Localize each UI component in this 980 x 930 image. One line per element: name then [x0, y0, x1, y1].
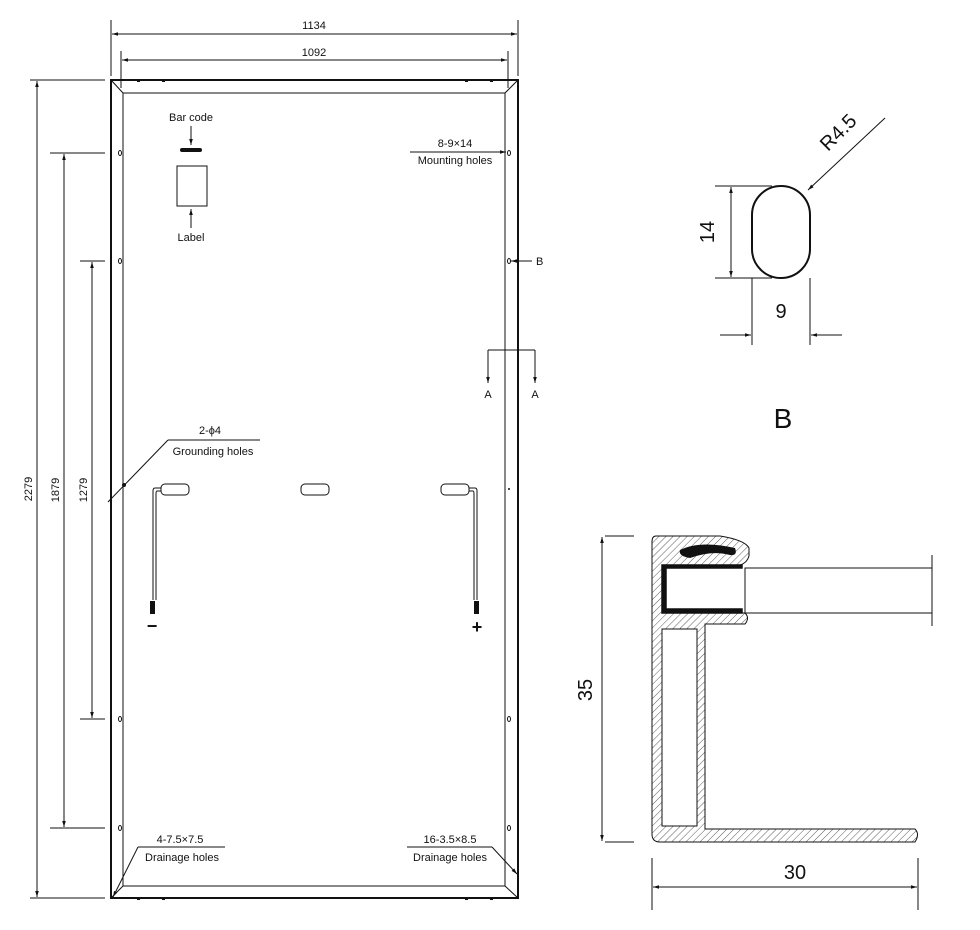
- positive-sign: +: [472, 617, 483, 637]
- label-callout: Label: [176, 165, 208, 244]
- label-text: Label: [178, 232, 205, 244]
- section-a-right-text: A: [531, 389, 539, 401]
- mounting-holes-callout: 8-9×14 Mounting holes: [410, 138, 506, 167]
- drainage-left-spec-text: 4-7.5×7.5: [157, 834, 204, 846]
- drainage-right-text: Drainage holes: [413, 852, 487, 864]
- dimension-overall-width: 1134: [110, 20, 519, 76]
- junction-boxes: − +: [147, 483, 510, 637]
- frame-cross-section: 35 30: [575, 535, 933, 910]
- grounding-holes-callout: 2-ϕ4 Grounding holes: [107, 425, 260, 503]
- grounding-holes-text: Grounding holes: [173, 446, 254, 458]
- frame-width-text: 30: [784, 862, 806, 884]
- section-b-marker: B: [511, 256, 543, 268]
- detail-b-title: B: [774, 403, 793, 434]
- label-rect: [176, 165, 208, 207]
- dim-1092-text: 1092: [302, 47, 326, 59]
- dim-2279-text: 2279: [23, 477, 35, 501]
- bar-code-callout: Bar code: [169, 112, 213, 152]
- mounting-holes-text: Mounting holes: [418, 155, 493, 167]
- module-frame: [110, 79, 519, 900]
- radius-text: R4.5: [816, 110, 861, 155]
- dim-1279-text: 1279: [78, 478, 90, 502]
- dimension-mount-outer: 1879: [50, 152, 105, 829]
- mounting-spec-text: 8-9×14: [438, 138, 473, 150]
- mounting-holes: [118, 150, 511, 831]
- drainage-left-text: Drainage holes: [145, 852, 219, 864]
- slot-height-text: 14: [697, 221, 719, 243]
- drainage-right-spec-text: 16-3.5×8.5: [424, 834, 477, 846]
- dim-1879-text: 1879: [50, 478, 62, 502]
- drainage-hole-marks: [110, 79, 519, 900]
- dimension-mount-inner: 1279: [78, 260, 105, 720]
- bar-code-text: Bar code: [169, 112, 213, 124]
- junction-box-right: [440, 483, 470, 496]
- positive-connector: [474, 601, 479, 614]
- dim-1134-text: 1134: [302, 20, 326, 32]
- bar-code-icon: [180, 148, 202, 152]
- dimension-overall-length: 2279: [23, 79, 105, 899]
- detail-b-slot: R4.5 14 9 B: [697, 110, 886, 434]
- section-b-marker-text: B: [536, 256, 543, 268]
- frame-height-text: 35: [575, 679, 597, 701]
- junction-box-center: [300, 483, 330, 496]
- section-a-marker: A A: [484, 349, 539, 401]
- grounding-spec-text: 2-ϕ4: [199, 425, 221, 437]
- junction-box-left: [160, 483, 190, 496]
- slot-width-text: 9: [775, 301, 786, 323]
- dimension-inner-width: 1092: [120, 47, 509, 88]
- drainage-right-callout: 16-3.5×8.5 Drainage holes: [407, 834, 518, 875]
- drainage-left-callout: 4-7.5×7.5 Drainage holes: [112, 834, 225, 898]
- negative-sign: −: [147, 616, 158, 636]
- negative-connector: [150, 601, 155, 614]
- section-a-left-text: A: [484, 389, 492, 401]
- slot-shape: [751, 185, 811, 279]
- glass-laminate: [744, 567, 933, 614]
